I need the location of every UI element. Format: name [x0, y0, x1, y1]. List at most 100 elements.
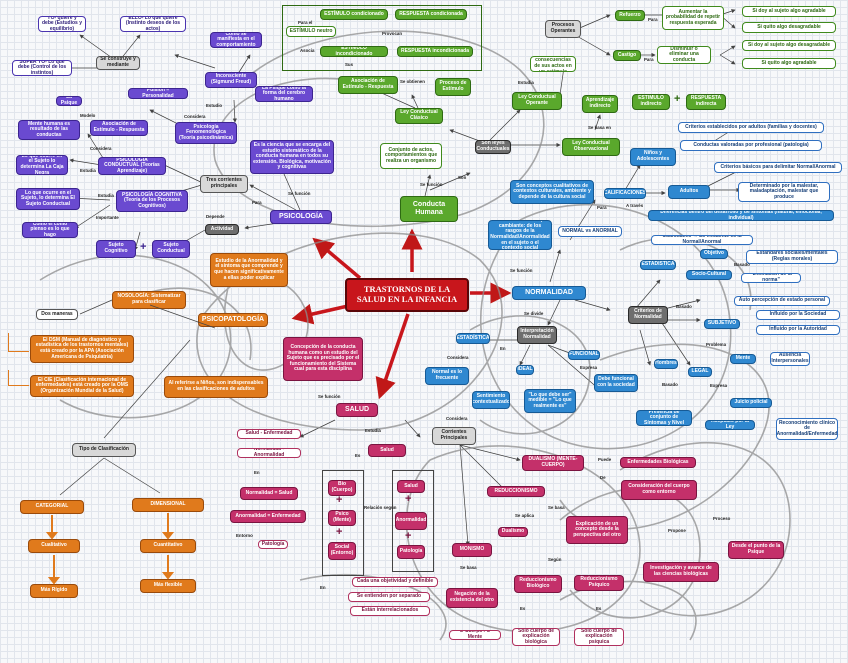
estandares-sociales[interactable]: Estándares sociales/mentales (Reglas mor… — [746, 250, 838, 264]
estimulo-indirecto[interactable]: ESTÍMULO indirecto — [632, 94, 670, 110]
como-pienso[interactable]: Cómo el cómo pienso es lo que hago — [22, 222, 78, 238]
aumentar-probabilidad[interactable]: Aumentar la probabilidad de repetir resp… — [662, 6, 724, 30]
estadistica-interp[interactable]: ESTADÍSTICA — [456, 333, 490, 344]
dimensional[interactable]: DIMENSIONAL — [132, 498, 204, 512]
ley-operante[interactable]: Ley Conductual Operante — [512, 92, 562, 110]
cuerpo-o-mente[interactable]: O Cuerpo / O Mente — [449, 630, 501, 640]
punishment-2[interactable]: Si quito algo agradable — [742, 58, 836, 69]
la-psique[interactable]: La Psique — [56, 96, 82, 106]
yo-node[interactable]: YO- quiere y debe (Estudios y equilibrio… — [38, 16, 86, 32]
criterios-basicos[interactable]: Criterios básicos para delimitar Normal/… — [714, 162, 842, 173]
estudio-anormalidad[interactable]: Estudio de la Anormalidad y el síntoma q… — [210, 253, 288, 287]
psico-mente[interactable]: Psico (Mente) — [328, 510, 356, 526]
legal[interactable]: LEGAL — [688, 367, 712, 377]
interpretacion[interactable]: Interpretación Normalidad — [517, 326, 557, 344]
sujeto-conductual[interactable]: Sujeto Conductual — [152, 240, 190, 258]
punishment-1[interactable]: Si doy al sujeto algo desagradable — [742, 40, 836, 51]
salud-box[interactable]: Salud — [397, 480, 425, 493]
reduc-biologico[interactable]: Reduccionismo Biológico — [514, 575, 562, 593]
juicio-policial[interactable]: Juicio policial — [730, 398, 772, 408]
corrientes-principales[interactable]: Corrientes Principales — [432, 427, 476, 445]
criterios-adultos[interactable]: Criterios establecidos por adultos (fami… — [678, 122, 824, 133]
estan-interrelacionados[interactable]: Están interrelacionados — [350, 606, 430, 616]
dsm[interactable]: El DSM (Manual de diagnóstico y estadíst… — [30, 335, 134, 363]
normalidad-anormalidad[interactable]: Normalidad - Anormalidad — [237, 448, 301, 458]
concepcion-conducta[interactable]: Concepción de la conducta humana como un… — [283, 337, 363, 381]
psique-cerebro[interactable]: La Psique como la forma del cerebro huma… — [255, 86, 313, 102]
consecuencias-actos[interactable]: Las consecuencias de sus actos en un est… — [530, 56, 576, 72]
dualismo[interactable]: DUALISMO (MENTE-CUERPO) — [522, 455, 584, 471]
psicologia-node[interactable]: PSICOLOGÍA — [270, 210, 332, 224]
dualismo-2[interactable]: Dualismo — [498, 527, 528, 537]
social-entorno[interactable]: Social (Entorno) — [328, 542, 356, 560]
reduccionismo[interactable]: REDUCCIONISMO — [487, 486, 545, 497]
normal-vs-anormal[interactable]: NORMAL vs ANORMAL — [558, 226, 622, 237]
desviacion-norma[interactable]: "Desviación de la norma" — [741, 273, 801, 283]
estudio-cambiante[interactable]: Estudio de un concepto cambiante: de los… — [488, 220, 552, 250]
asociacion-estimulo[interactable]: Asociación de Estímulo - Respuesta — [338, 76, 398, 94]
cualitativo[interactable]: Cualitativo — [28, 539, 80, 553]
como-manifiesta[interactable]: Cómo se manifiesta en el comportamiento — [210, 32, 262, 48]
center-topic[interactable]: TRASTORNOS DE LA SALUD EN LA INFANCIA — [345, 278, 469, 312]
psicologia-conductual[interactable]: PSICOLOGÍA CONDUCTUAL (Teorías Aprendiza… — [98, 157, 166, 175]
disminuir-conducta[interactable]: Disminuir o eliminar una conducta — [657, 46, 711, 64]
respuesta-incondicionada[interactable]: RESPUESTA incondicionada — [397, 46, 473, 57]
ello-node[interactable]: ELLO- Lo que quiere (Instinto deseos de … — [120, 16, 186, 32]
reinforcement-2[interactable]: Si quito algo desagradable — [742, 22, 836, 33]
normalidad-salud[interactable]: Normalidad = Salud — [240, 487, 298, 500]
mente[interactable]: Mente — [730, 354, 756, 364]
salud-enfermedad[interactable]: Salud - Enfermedad — [237, 429, 301, 439]
normal-frecuente[interactable]: Normal es lo frecuente — [425, 367, 469, 385]
estimulo-neutro[interactable]: ESTÍMULO neutro — [286, 26, 336, 37]
proceso-estimulo[interactable]: Proceso de Estímulo — [435, 78, 471, 96]
conjunto-actos[interactable]: Conjunto de actos, comportamientos que r… — [380, 143, 442, 169]
psicologia-cognitiva[interactable]: PSICOLOGÍA COGNITIVA (Teoría de los Proc… — [116, 190, 188, 212]
patologia-small[interactable]: Patología — [258, 540, 288, 549]
cuantitativo-frecuente[interactable]: Cuantitativo → Lo frecuente es la Normal… — [651, 235, 753, 245]
mente-resultado[interactable]: Mente humana es resultado de las conduct… — [18, 120, 80, 140]
anormalidad-enfermedad[interactable]: Anormalidad = Enfermedad — [230, 510, 306, 523]
auto-percepcion[interactable]: Auto percepción de estado personal — [734, 296, 830, 306]
objetivo[interactable]: Objetivo — [700, 249, 728, 259]
ley-observacional[interactable]: Ley Conductual Observacional — [562, 138, 620, 156]
diferencias-desarrollo[interactable]: Diferencias dentro del desarrollo y de s… — [648, 210, 834, 221]
enf-biologicas[interactable]: Enfermedades Biológicas — [620, 457, 696, 468]
sujeto-cognitivo[interactable]: Sujeto Cognitivo — [96, 240, 136, 258]
conductas-profesional[interactable]: Conductas valoradas por profesional (pat… — [680, 140, 822, 151]
salud-node[interactable]: SALUD — [336, 403, 378, 417]
subjetivo[interactable]: SUBJETIVO — [704, 319, 740, 329]
desde-psique[interactable]: Desde el punto de la Psique — [728, 541, 784, 559]
determinado-malestar[interactable]: Determinado por la malestar, maladaptaci… — [738, 182, 830, 202]
aceptado-ley[interactable]: Aceptado por la Ley — [705, 420, 755, 430]
explicacion-psiquica[interactable]: Solo cuerpo de explicación psíquica — [574, 628, 624, 646]
estadistica-norm[interactable]: ESTADÍSTICA — [640, 260, 676, 270]
categorial[interactable]: CATEGORIAL — [20, 500, 84, 514]
funcional[interactable]: FUNCIONAL — [568, 350, 600, 360]
reconocimiento-clinico[interactable]: Reconocimiento clínico de Anormalidad/En… — [776, 418, 838, 440]
estimulo-condicionado[interactable]: ESTÍMULO condicionado — [320, 9, 388, 20]
respuesta-indirecta[interactable]: RESPUESTA indirecta — [686, 94, 726, 110]
conceptos-cualitativos[interactable]: Son conceptos cualitativos de contextos … — [510, 180, 594, 204]
tres-leyes[interactable]: Son leyes Conductuales — [475, 140, 511, 154]
ausencia-interpersonales[interactable]: Ausencia Interpersonales — [770, 352, 810, 366]
bio-cuerpo[interactable]: Bio (Cuerpo) — [328, 480, 356, 496]
lo-que-debe-ser[interactable]: "Lo que debe ser" medible = "Lo que real… — [524, 389, 576, 413]
normalidad-node[interactable]: NORMALIDAD — [512, 286, 586, 300]
dos-maneras[interactable]: Dos maneras — [36, 309, 78, 320]
calificaciones[interactable]: CALIFICACIONES — [604, 188, 646, 199]
consideracion-cuerpo[interactable]: Consideración del cuerpo como entorno — [621, 480, 697, 500]
ciencia-definition[interactable]: Es la ciencia que se encarga del estudio… — [250, 140, 334, 174]
reinforcement-1[interactable]: Si doy al sujeto algo agradable — [742, 6, 836, 17]
estimulo-incondicionado[interactable]: ESTÍMULO incondicionado — [320, 46, 388, 57]
refuerzo[interactable]: Refuerzo — [615, 10, 645, 21]
criterios-normalidad[interactable]: Criterios de Normalidad — [628, 306, 668, 324]
cie[interactable]: El CIE (Clasificación internacional de e… — [30, 375, 134, 397]
tipo-clasificacion[interactable]: Tipo de Clasificación — [72, 443, 136, 457]
ninos-adolescentes[interactable]: Niños y Adolescentes — [630, 148, 676, 166]
cada-una-objetiva[interactable]: Cada una objetividad y definible — [352, 577, 438, 587]
salud-small[interactable]: Salud — [368, 444, 406, 457]
super-yo-node[interactable]: SÚPER YO- Lo que debe (Control de los in… — [12, 60, 72, 76]
sentimiento[interactable]: Sentimiento contextualizado — [472, 391, 510, 409]
actividad[interactable]: Actividad — [205, 224, 239, 235]
tres-corrientes[interactable]: Tres corrientes principales — [200, 175, 248, 193]
